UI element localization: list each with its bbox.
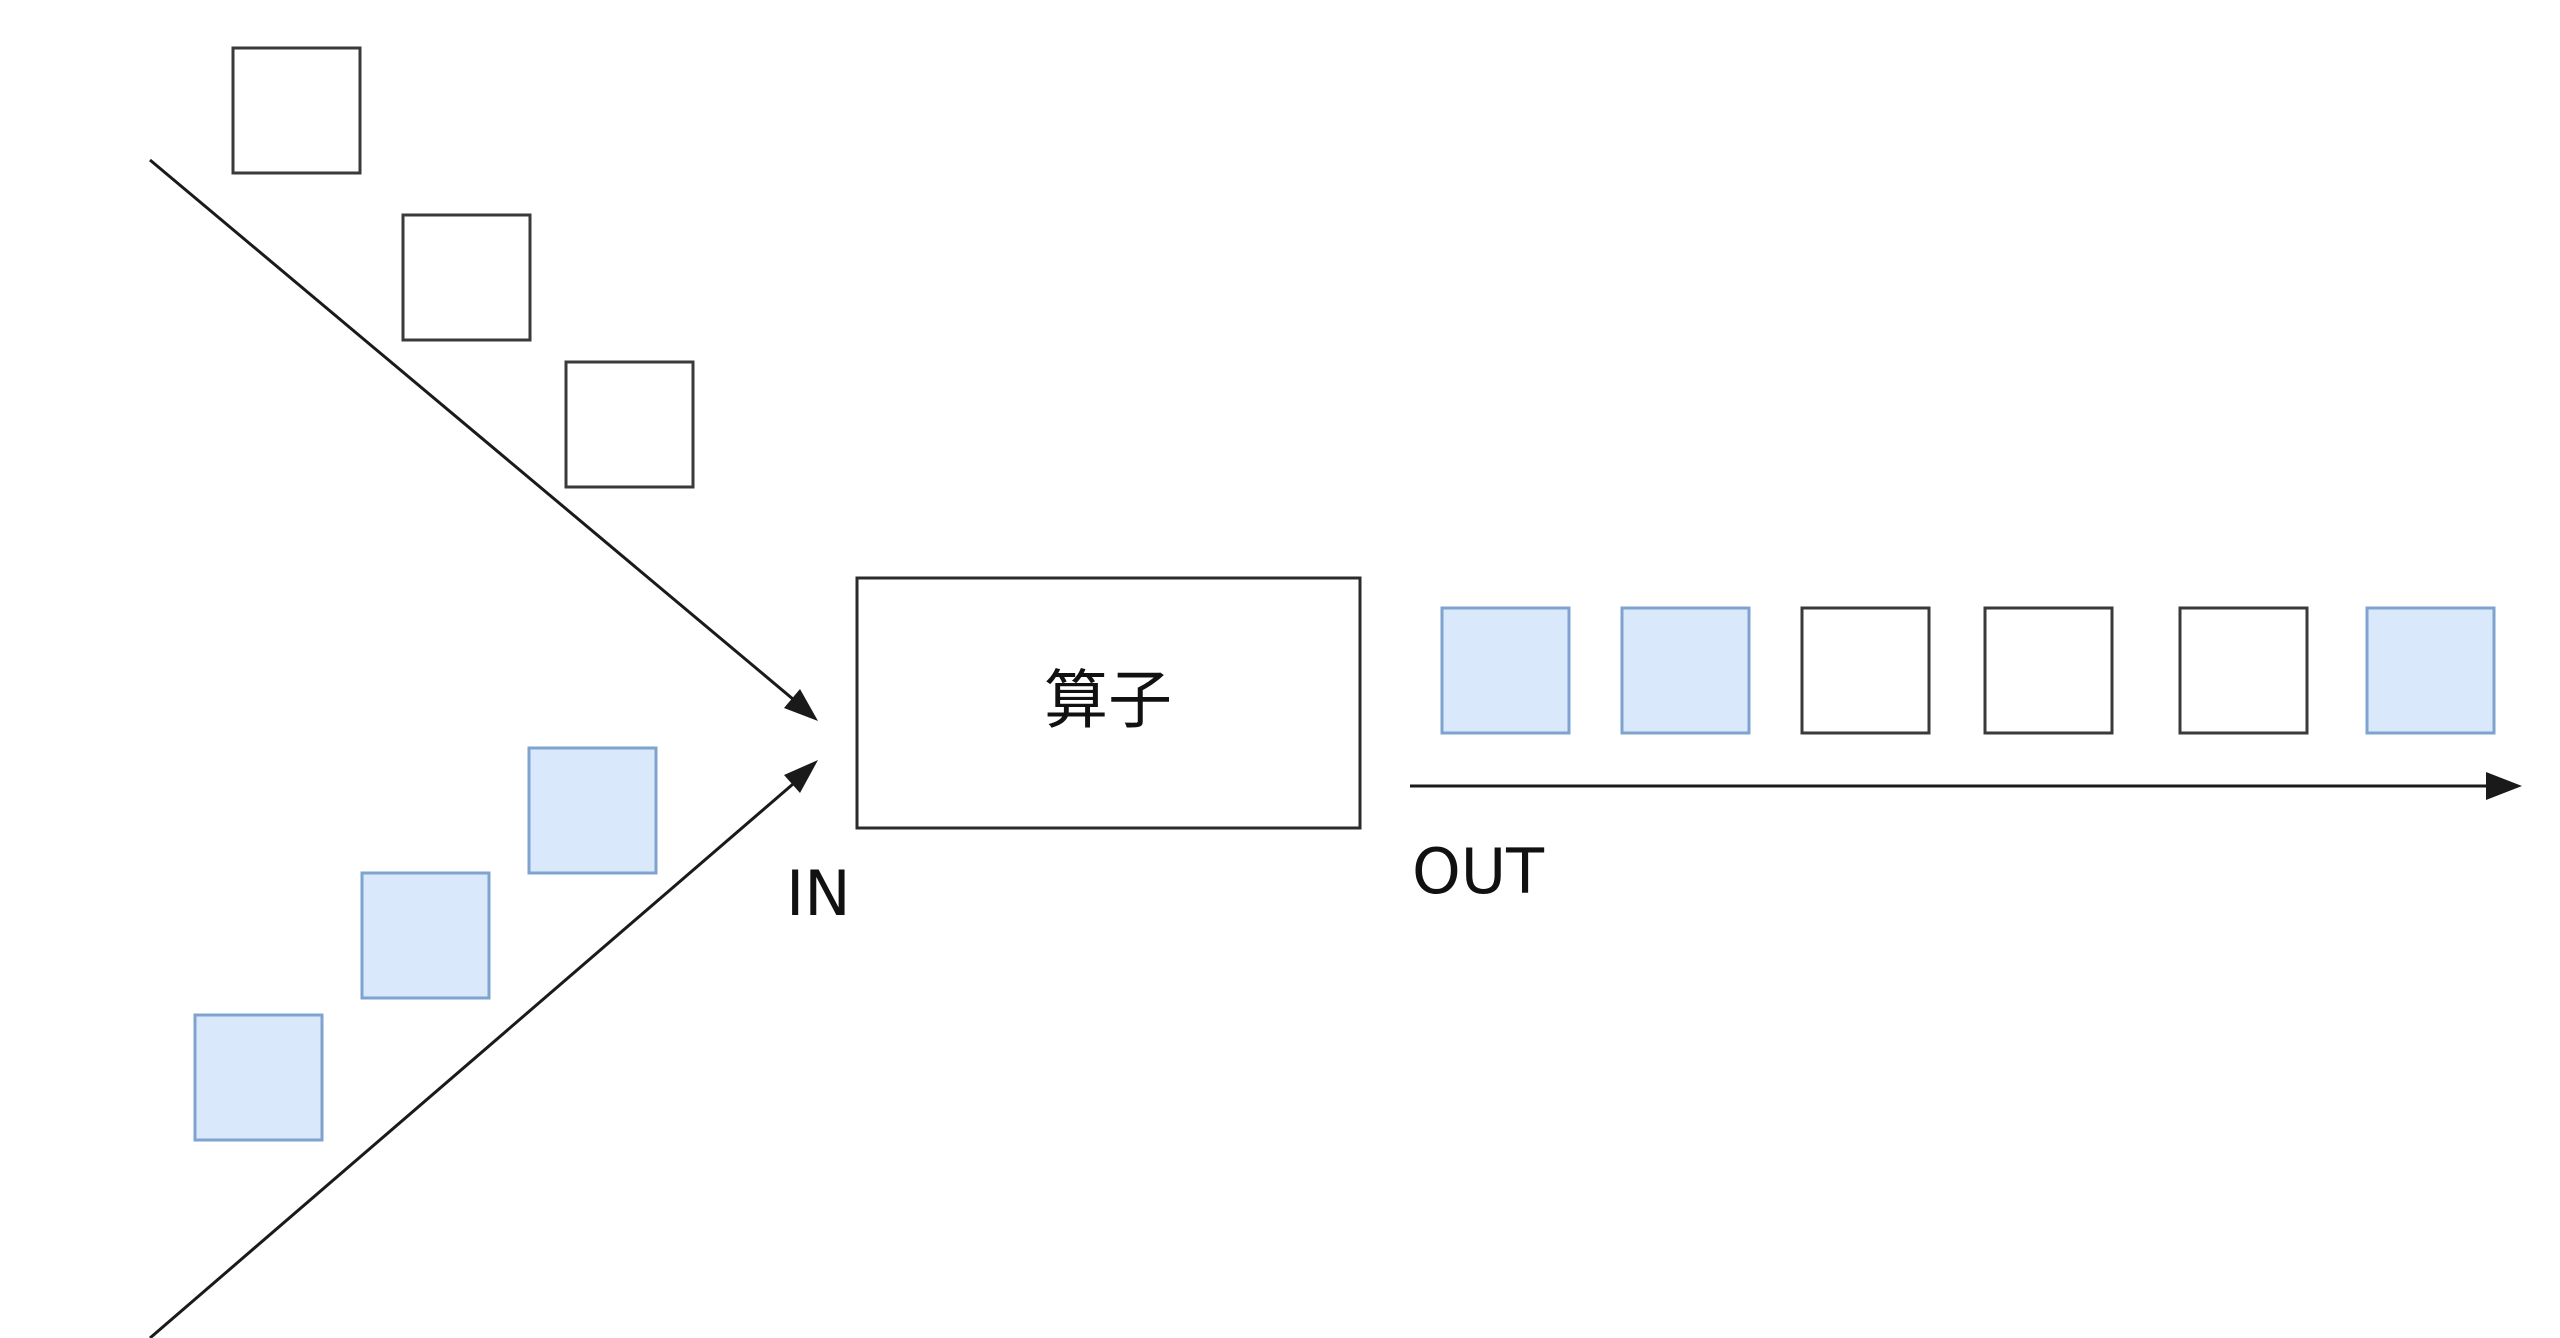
lower-stream-element — [193, 1013, 324, 1142]
input-label: IN — [786, 857, 851, 930]
operator-label: 算子 — [1044, 665, 1172, 739]
upper-input-arrow-line — [149, 158, 801, 707]
upper-stream-element — [564, 360, 695, 489]
output-label: OUT — [1412, 835, 1545, 908]
lower-input-arrowhead — [784, 760, 818, 793]
lower-input-arrow-line — [149, 776, 801, 1338]
output-stream-element — [1983, 606, 2114, 735]
lower-stream-element — [360, 871, 491, 1000]
output-stream-element — [1800, 606, 1931, 735]
output-stream-element — [1620, 606, 1751, 735]
upper-stream-element — [401, 213, 532, 342]
upper-stream-element — [231, 46, 362, 175]
lower-stream-element — [527, 746, 658, 875]
output-arrowhead — [2486, 772, 2522, 800]
upper-input-arrowhead — [784, 689, 818, 721]
output-stream-element — [2178, 606, 2309, 735]
output-stream-element — [1440, 606, 1571, 735]
operator-box — [855, 576, 1362, 830]
output-stream-element — [2365, 606, 2496, 735]
